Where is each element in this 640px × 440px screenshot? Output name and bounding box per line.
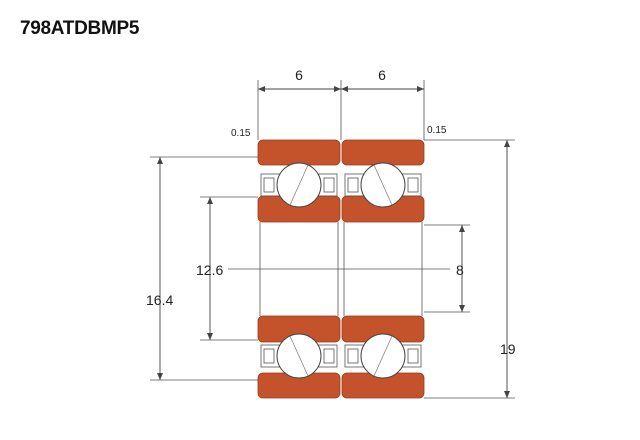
cage-pocket bbox=[323, 177, 335, 193]
bore-label: 8 bbox=[456, 262, 464, 278]
cage-pocket bbox=[347, 348, 359, 364]
cage-pocket bbox=[323, 348, 335, 364]
outer-ring bbox=[257, 139, 341, 166]
part-number-title: 798ATDBMP5 bbox=[20, 18, 140, 39]
contact-angle-line bbox=[289, 164, 309, 206]
width-right-label: 6 bbox=[378, 67, 386, 83]
cage-pocket bbox=[407, 348, 419, 364]
chamfer-right-label: 0.15 bbox=[427, 125, 447, 136]
width-left-label: 6 bbox=[295, 67, 303, 83]
dim-16-4-label: 16.4 bbox=[146, 292, 173, 308]
outer-diameter-label: 19 bbox=[500, 341, 516, 357]
bearing-pair bbox=[257, 139, 425, 399]
dim-12-6-label: 12.6 bbox=[196, 262, 223, 278]
chamfer-left-label: 0.15 bbox=[231, 128, 251, 139]
contact-angle-line bbox=[289, 335, 309, 377]
cage-pocket bbox=[263, 177, 275, 193]
dimension-lines bbox=[157, 86, 510, 398]
cage-pocket bbox=[347, 177, 359, 193]
outer-ring bbox=[341, 139, 425, 166]
contact-angle-line bbox=[373, 164, 393, 206]
contact-angle-line bbox=[373, 335, 393, 377]
cage-pocket bbox=[407, 177, 419, 193]
extension-lines bbox=[150, 80, 515, 399]
cage-pocket bbox=[263, 348, 275, 364]
